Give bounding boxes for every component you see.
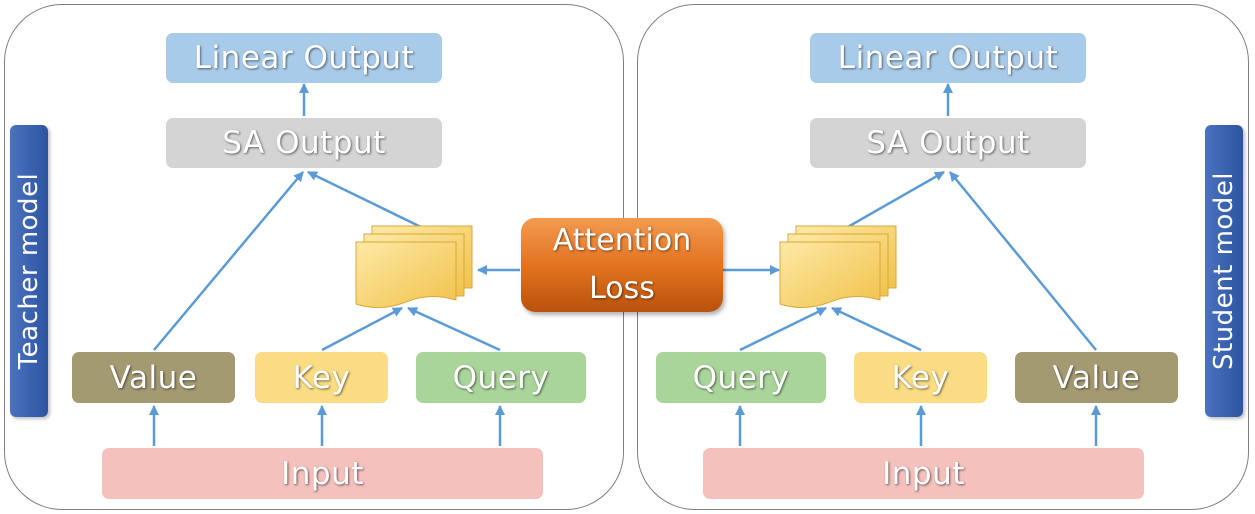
teacher-value-box: Value [72, 352, 235, 403]
student-model-label-text: Student model [1209, 171, 1239, 371]
student-sa-output: SA Output [810, 118, 1086, 168]
arrow-student-value-to-sa [949, 171, 1097, 351]
attention-loss-line1: Attention [552, 223, 692, 258]
teacher-panel [4, 4, 624, 510]
teacher-model-label: Teacher model [10, 125, 48, 417]
teacher-model-label-text: Teacher model [14, 172, 44, 370]
arrow-student-attn-to-sa [845, 170, 945, 230]
arrow-teacher-attn-to-sa [307, 170, 424, 230]
arrow-student-query-to-attn [739, 306, 827, 352]
teacher-query-box: Query [416, 352, 586, 403]
arrow-student-key-to-attn [831, 306, 922, 352]
attention-loss-line2: Loss [589, 271, 655, 306]
student-key-box: Key [854, 352, 987, 403]
teacher-sa-output: SA Output [166, 118, 442, 168]
student-model-label: Student model [1205, 125, 1243, 417]
student-attention-maps-icon [779, 225, 897, 308]
attention-loss-box: Attention Loss [521, 218, 723, 312]
teacher-key-box: Key [255, 352, 388, 403]
arrow-teacher-value-to-sa [153, 171, 304, 351]
student-query-box: Query [656, 352, 826, 403]
student-value-box: Value [1015, 352, 1178, 403]
student-input-box: Input [703, 448, 1144, 499]
teacher-linear-output: Linear Output [166, 33, 442, 83]
arrow-teacher-key-to-attn [321, 306, 403, 352]
student-linear-output: Linear Output [810, 33, 1086, 83]
arrow-teacher-query-to-attn [407, 306, 501, 352]
teacher-attention-maps-icon [355, 225, 473, 308]
teacher-input-box: Input [102, 448, 543, 499]
